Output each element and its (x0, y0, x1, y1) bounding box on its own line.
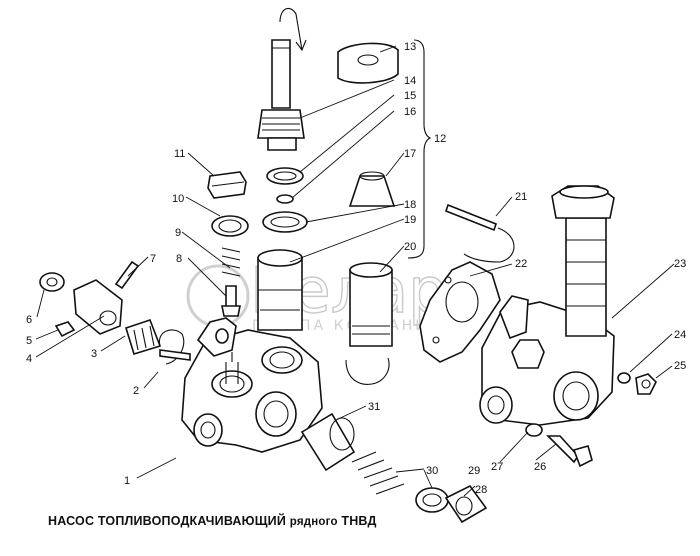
callout-23: 23 (674, 258, 686, 270)
lower-parts (300, 372, 657, 524)
callout-4: 4 (26, 353, 32, 365)
callout-27: 27 (491, 461, 503, 473)
callout-18: 18 (404, 199, 416, 211)
callout-8: 8 (176, 253, 182, 265)
callout-14: 14 (404, 75, 416, 87)
callout-2: 2 (133, 385, 139, 397)
caption-tail-text: ТНВД (341, 514, 377, 528)
callout-12: 12 (434, 133, 446, 145)
pin-21 (445, 203, 515, 263)
callout-20: 20 (404, 241, 416, 253)
diagram-caption: НАСОС ТОПЛИВОПОДКАЧИВАЮЩИЙ рядного ТНВД (48, 514, 377, 528)
left-parts (39, 171, 249, 365)
callout-29: 29 (468, 465, 480, 477)
assembled-pump (479, 185, 615, 426)
callout-26: 26 (534, 461, 546, 473)
callout-22: 22 (515, 258, 527, 270)
primer-parts (257, 7, 432, 385)
callout-9: 9 (175, 227, 181, 239)
gasket-22 (419, 261, 501, 363)
callout-6: 6 (26, 314, 32, 326)
callout-11: 11 (174, 148, 185, 160)
callout-5: 5 (26, 335, 32, 347)
callout-3: 3 (91, 348, 97, 360)
callout-10: 10 (172, 193, 184, 205)
callout-24: 24 (674, 329, 686, 341)
pump-body (181, 317, 323, 453)
callout-1: 1 (124, 475, 130, 487)
callout-17: 17 (404, 148, 416, 160)
leader-lines (35, 45, 675, 497)
callout-numbers: 1 2 3 4 5 6 7 8 9 10 11 12 13 14 15 16 1… (26, 41, 686, 496)
caption-bold-text: НАСОС ТОПЛИВОПОДКАЧИВАЮЩИЙ (48, 514, 287, 528)
callout-16: 16 (404, 106, 416, 118)
callout-19: 19 (404, 214, 416, 226)
callout-31: 31 (368, 401, 380, 413)
callout-15: 15 (404, 90, 416, 102)
callout-7: 7 (150, 253, 156, 265)
callout-21: 21 (515, 191, 527, 203)
callout-13: 13 (404, 41, 416, 53)
caption-normal-text: рядного (289, 516, 338, 528)
callout-30: 30 (426, 465, 438, 477)
callout-25: 25 (674, 360, 686, 372)
callout-28: 28 (475, 484, 487, 496)
